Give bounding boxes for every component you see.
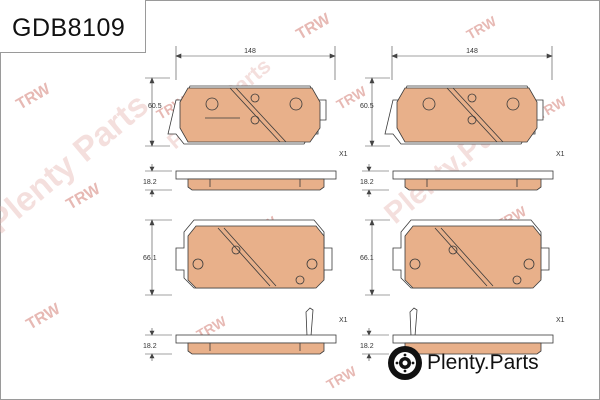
pad-side-row4-right <box>392 307 554 355</box>
pad-side-row4-left <box>175 307 337 355</box>
part-number-box: GDB8109 <box>0 0 146 53</box>
watermark-mark: TRW <box>324 363 360 393</box>
dim-thickness-label: 18.2 <box>143 343 157 350</box>
dim-width-left <box>175 46 336 80</box>
pad-side-row2-right <box>392 170 554 191</box>
dim-height-label: 66.1 <box>143 255 157 262</box>
pad-face-row1-right <box>384 85 544 145</box>
brand-logo-block: Plenty.Parts <box>386 344 586 384</box>
site-watermark: Plenty Parts Plenty.Parts Plenty Parts <box>0 53 531 241</box>
dim-thickness-row2-right <box>362 164 389 197</box>
quantity-label: X1 <box>339 151 348 158</box>
dim-height-label: 60.5 <box>148 103 162 110</box>
brake-disc-icon <box>388 346 422 380</box>
watermark-mark: TRW <box>294 10 335 43</box>
dim-width-label: 148 <box>244 48 256 55</box>
dim-thickness-row4-right <box>362 328 389 361</box>
quantity-label: X1 <box>339 317 348 324</box>
dim-thickness-label: 18.2 <box>360 179 374 186</box>
dim-thickness-label: 18.2 <box>360 343 374 350</box>
dim-height-row3-right <box>365 219 390 296</box>
quantity-label: X1 <box>556 317 565 324</box>
brand-name: Plenty.Parts <box>427 351 539 374</box>
dim-thickness-row4-left <box>145 328 172 361</box>
watermark-mark: TRW <box>14 80 55 113</box>
dim-height-row3-left <box>145 219 172 296</box>
pad-face-row3-left <box>175 219 333 289</box>
watermark-mark: TRW <box>24 300 65 333</box>
dim-height-label: 60.5 <box>360 103 374 110</box>
part-number: GDB8109 <box>12 14 126 42</box>
watermark-mark: TRW <box>464 13 500 43</box>
dim-height-row1-left <box>145 77 170 147</box>
dim-width-right <box>391 46 553 80</box>
dim-thickness-label: 18.2 <box>143 179 157 186</box>
dim-width-label: 148 <box>466 48 478 55</box>
dim-height-label: 66.1 <box>360 255 374 262</box>
pad-face-row3-right <box>392 219 550 289</box>
pad-side-row2-left <box>175 170 337 191</box>
dim-thickness-row2-left <box>145 164 172 197</box>
pad-face-row1-left <box>167 85 327 145</box>
quantity-label: X1 <box>556 151 565 158</box>
dim-height-row1-right <box>365 77 390 147</box>
